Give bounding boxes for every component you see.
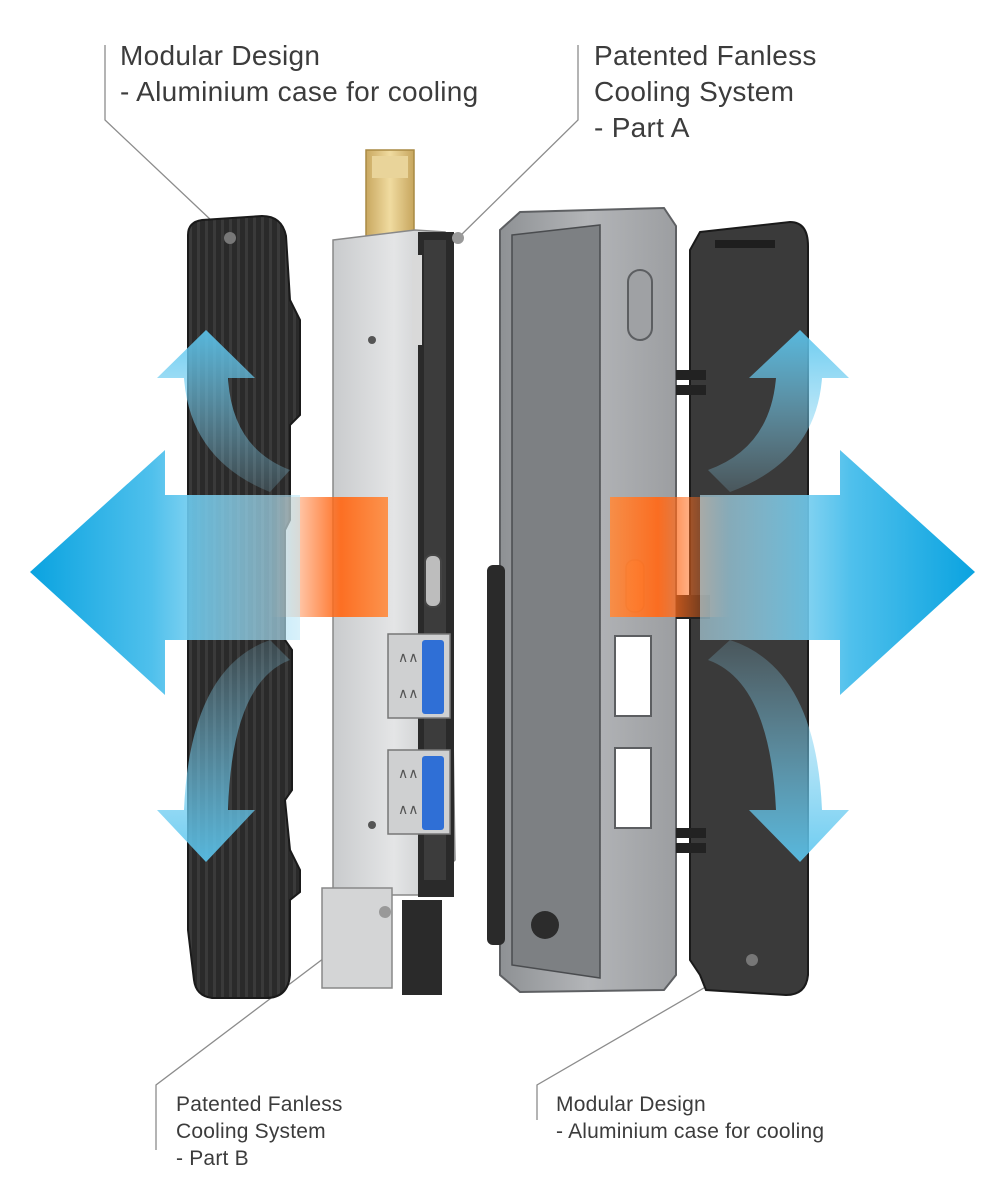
- callout-top-left: Modular Design - Aluminium case for cool…: [120, 38, 479, 110]
- callout-dot: [224, 232, 236, 244]
- airflow-arrow-icon: [708, 330, 849, 492]
- callout-line: Modular Design: [556, 1093, 706, 1116]
- leader-lines: [104, 45, 753, 1150]
- svg-text:∧∧: ∧∧: [398, 765, 419, 781]
- airflow-arrow-icon: [700, 450, 975, 695]
- leader-bottom-right: [536, 959, 753, 1120]
- usb-port-icon: ∧∧ ∧∧: [387, 749, 451, 835]
- callout-line: Cooling System: [176, 1119, 326, 1143]
- leader-top-right: [457, 45, 579, 239]
- svg-text:∧∧: ∧∧: [398, 649, 419, 665]
- callout-dot: [746, 954, 758, 966]
- svg-text:∧∧: ∧∧: [398, 685, 419, 701]
- callout-line: Cooling System: [594, 75, 795, 107]
- callout-line: Modular Design: [120, 40, 321, 71]
- usb-c-port-icon: [424, 554, 442, 608]
- callout-line: Patented Fanless: [176, 1093, 343, 1116]
- callout-bottom-right: Modular Design - Aluminium case for cool…: [556, 1092, 824, 1146]
- callout-dot: [452, 232, 464, 244]
- callout-dot: [379, 906, 391, 918]
- compute-stick-board: ∧∧ ∧∧ ∧∧ ∧∧: [321, 149, 464, 995]
- callout-line: Patented Fanless: [594, 40, 817, 71]
- airflow-arrow-icon: [708, 640, 849, 862]
- svg-text:∧∧: ∧∧: [398, 801, 419, 817]
- callout-bottom-left: Patented Fanless Cooling System - Part B: [176, 1092, 343, 1173]
- callout-line: - Aluminium case for cooling: [120, 75, 479, 107]
- ethernet-port-icon: [321, 887, 393, 989]
- callout-line: - Aluminium case for cooling: [556, 1119, 825, 1143]
- usb-port-icon: ∧∧ ∧∧: [387, 633, 451, 719]
- leader-bottom-left: [155, 911, 386, 1150]
- airflow-arrow-icon: [157, 330, 290, 492]
- airflow-arrow-icon: [157, 640, 290, 862]
- callout-line: - Part A: [594, 111, 690, 143]
- aluminium-frame: [487, 206, 677, 994]
- leader-top-left: [104, 45, 231, 239]
- callout-line: - Part B: [176, 1146, 249, 1170]
- airflow-arrow-icon: [30, 450, 300, 695]
- callout-top-right: Patented Fanless Cooling System - Part A: [594, 38, 817, 145]
